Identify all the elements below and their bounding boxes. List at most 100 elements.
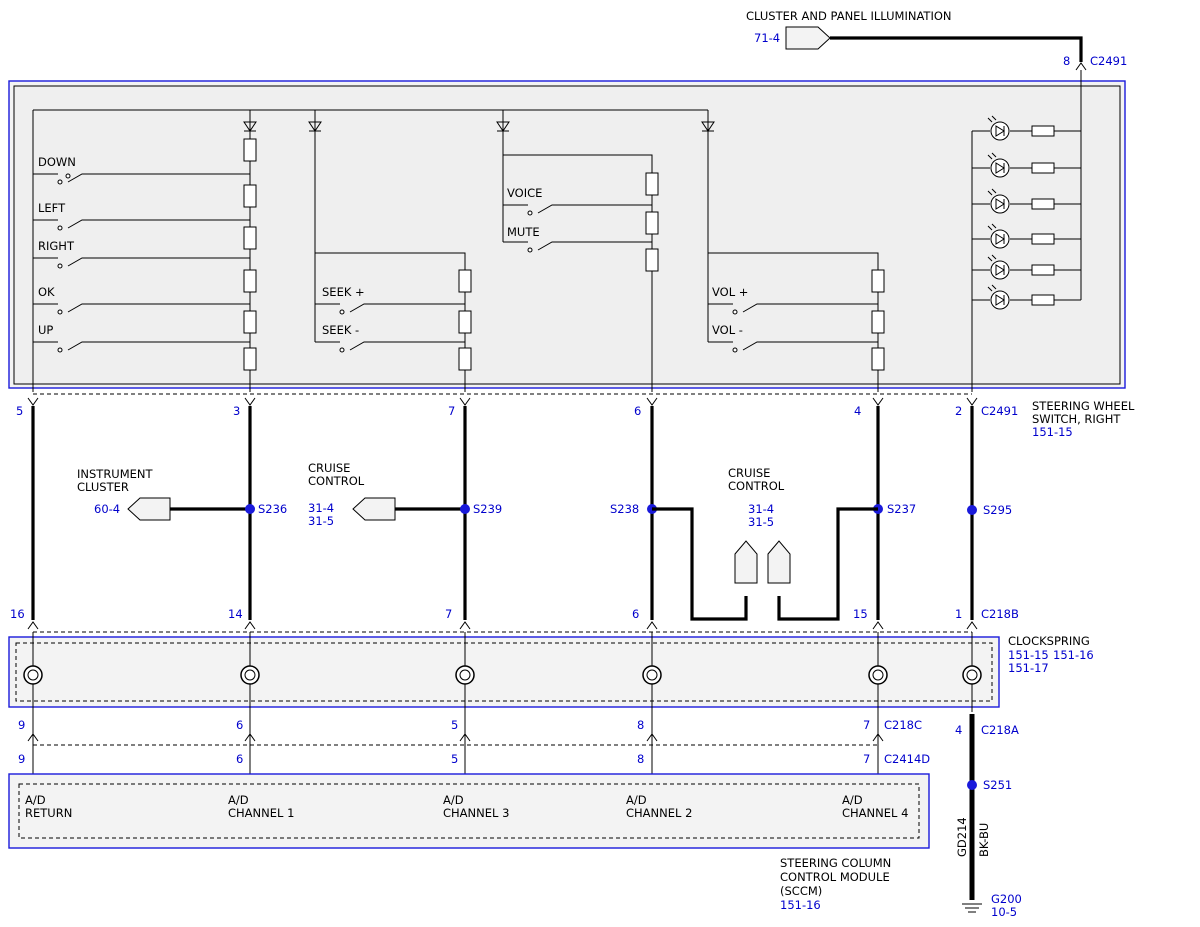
- switch-label-left: LEFT: [38, 201, 66, 215]
- splice-s295: S295: [983, 503, 1012, 517]
- c2414d-pin-8: 8: [637, 752, 644, 766]
- switch-ok: [33, 303, 250, 315]
- ground-name: G200: [991, 892, 1022, 906]
- c218c-pin-6: 6: [236, 718, 243, 732]
- steering-switch-module-inner: [13, 85, 1121, 385]
- c2491-pin-2: 2: [955, 404, 962, 418]
- c218c-pin-arrows: [27, 733, 884, 742]
- resistor-b1: [458, 269, 472, 293]
- c2491-pin-arrows: [27, 397, 978, 406]
- switch-label-voice: VOICE: [507, 186, 542, 200]
- cruise-left-label-2: CONTROL: [308, 474, 365, 488]
- c218c-pin-9: 9: [18, 718, 25, 732]
- resistor-d1: [871, 269, 885, 293]
- led-row-3: [972, 188, 1081, 214]
- clockspring-ref-3: 151-17: [1008, 661, 1049, 675]
- c218b-pin-arrows: [27, 621, 978, 630]
- c2414d-name: C2414D: [884, 752, 930, 766]
- cruise-right-ref-1: 31-4: [748, 502, 774, 516]
- cruise-left-ref-1: 31-4: [308, 501, 334, 515]
- led-row-1: [972, 115, 1081, 141]
- illumination-connector-shape: [785, 26, 831, 50]
- switch-left: [33, 219, 250, 231]
- c2491-top-pin-arrow: [1075, 62, 1087, 71]
- cruise-right-connector-1: [734, 540, 758, 584]
- instrument-cluster-label-2: CLUSTER: [77, 480, 129, 494]
- cruise-right-connector-2: [767, 540, 791, 584]
- diode-a: [243, 121, 257, 132]
- clockspring-frame: [8, 636, 1000, 708]
- switch-vol-plus: [708, 303, 878, 315]
- c2414d-pin-6: 6: [236, 752, 243, 766]
- c218b-pin-16: 16: [10, 607, 25, 621]
- switch-right: [33, 257, 250, 269]
- cruise-left-connector: [352, 497, 396, 521]
- sccm-channel-3-1: A/D: [443, 793, 464, 807]
- splice-s236-dot: [245, 504, 255, 514]
- splice-s251-dot: [967, 780, 977, 790]
- c218b-pin-7: 7: [445, 607, 452, 621]
- c218b-pin-15: 15: [853, 607, 868, 621]
- clockspring-inner: [15, 642, 993, 702]
- splice-s251: S251: [983, 778, 1012, 792]
- splice-s239: S239: [473, 502, 502, 516]
- resistor-c1: [645, 172, 659, 196]
- switch-up: [33, 341, 250, 353]
- c2491-pin-7: 7: [448, 404, 455, 418]
- switch-mute: [503, 241, 652, 253]
- c2491-pin-4: 4: [854, 404, 861, 418]
- sccm-channel-1-1: A/D: [228, 793, 249, 807]
- clockspring-ref-1: 151-15: [1008, 648, 1049, 662]
- clockspring-top-leads: [32, 632, 973, 666]
- sccm-channel-4-1: A/D: [842, 793, 863, 807]
- led-row-5: [972, 254, 1081, 280]
- led-row-4: [972, 223, 1081, 249]
- led-row-6: [972, 284, 1081, 310]
- resistor-b2: [458, 310, 472, 334]
- c218b-pin-14: 14: [228, 607, 243, 621]
- resistor-a3: [243, 226, 257, 250]
- sccm-channel-1-2: CHANNEL 1: [228, 806, 294, 820]
- diode-b: [308, 121, 322, 132]
- c2414d-pin-5: 5: [451, 752, 458, 766]
- c2414d-pin-9: 9: [18, 752, 25, 766]
- resistor-c2: [645, 211, 659, 235]
- sccm-channel-return-2: RETURN: [25, 806, 72, 820]
- c2491-pin-3: 3: [233, 404, 240, 418]
- c2491-top-pin: 8: [1063, 54, 1070, 68]
- switch-label-ok: OK: [38, 285, 55, 299]
- sccm-channel-4-2: CHANNEL 4: [842, 806, 908, 820]
- cruise-right-ref-2: 31-5: [748, 515, 774, 529]
- clockspring-title: CLOCKSPRING: [1008, 634, 1090, 648]
- cruise-left-label-1: CRUISE: [308, 461, 350, 475]
- resistor-a1: [243, 138, 257, 162]
- illumination-title: CLUSTER AND PANEL ILLUMINATION: [746, 9, 952, 23]
- sccm-ref: 151-16: [780, 898, 821, 912]
- switch-module-ref: 151-15: [1032, 425, 1073, 439]
- resistor-a6: [243, 347, 257, 371]
- splice-s236: S236: [258, 502, 287, 516]
- switch-label-seek-plus: SEEK +: [322, 285, 365, 299]
- cruise-right-wire-2: [777, 507, 878, 621]
- switch-label-mute: MUTE: [507, 225, 540, 239]
- harness-wires: [31, 406, 974, 620]
- switch-seek-minus: [315, 341, 465, 353]
- ground-ref: 10-5: [991, 905, 1017, 919]
- cruise-left-ref-2: 31-5: [308, 514, 334, 528]
- c2491-top-name: C2491: [1090, 54, 1127, 68]
- sccm-name-3: (SCCM): [780, 884, 822, 898]
- resistor-a5: [243, 310, 257, 334]
- c2491-pin-5: 5: [16, 404, 23, 418]
- c218b-name: C218B: [981, 607, 1019, 621]
- resistor-c3: [645, 248, 659, 272]
- switch-label-up: UP: [38, 323, 53, 337]
- instrument-cluster-label-1: INSTRUMENT: [77, 467, 154, 481]
- switch-label-vol-plus: VOL +: [712, 285, 748, 299]
- c218c-pin-5: 5: [451, 718, 458, 732]
- switch-label-down: DOWN: [38, 155, 76, 169]
- sccm-channel-3-2: CHANNEL 3: [443, 806, 509, 820]
- sccm-inner: [18, 783, 920, 839]
- c2491-bottom-name: C2491: [981, 404, 1018, 418]
- sccm-name-2: CONTROL MODULE: [780, 870, 890, 884]
- c2414d-pin-7: 7: [863, 752, 870, 766]
